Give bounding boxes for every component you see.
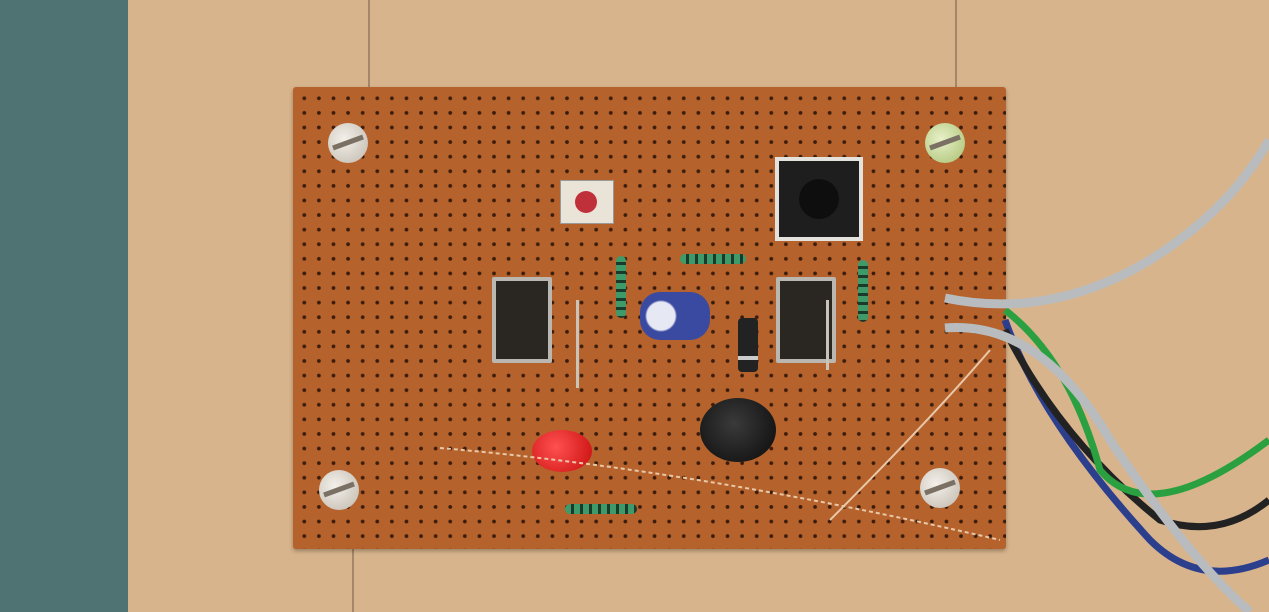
solder-trace: [439, 447, 1001, 541]
screw-bottom-left: [319, 470, 359, 510]
wire-gray: [944, 323, 1253, 612]
wire-lead: [826, 300, 829, 370]
table-edge: [0, 0, 128, 612]
resistor: [565, 504, 637, 514]
red-led: [532, 430, 592, 472]
wire-green: [1002, 307, 1269, 498]
screw-top-right: [925, 123, 965, 163]
pushbutton-cap: [799, 179, 839, 219]
black-knob-button: [700, 398, 776, 462]
voltage-regulator: [492, 277, 552, 363]
table-seam: [352, 548, 354, 612]
wire-gray: [944, 137, 1269, 309]
resistor: [680, 254, 746, 264]
table-seam: [955, 0, 957, 90]
wire-lead: [576, 300, 579, 388]
screw-top-left: [328, 123, 368, 163]
diode: [738, 318, 758, 372]
screw-bottom-right: [920, 468, 960, 508]
small-pushbutton: [560, 180, 614, 224]
table-seam: [368, 0, 370, 90]
pushbutton-cap: [575, 191, 597, 213]
solder-trace: [829, 349, 991, 521]
wire-black: [1001, 328, 1269, 531]
electrolytic-capacitor: [640, 292, 710, 340]
large-pushbutton: [775, 157, 863, 241]
